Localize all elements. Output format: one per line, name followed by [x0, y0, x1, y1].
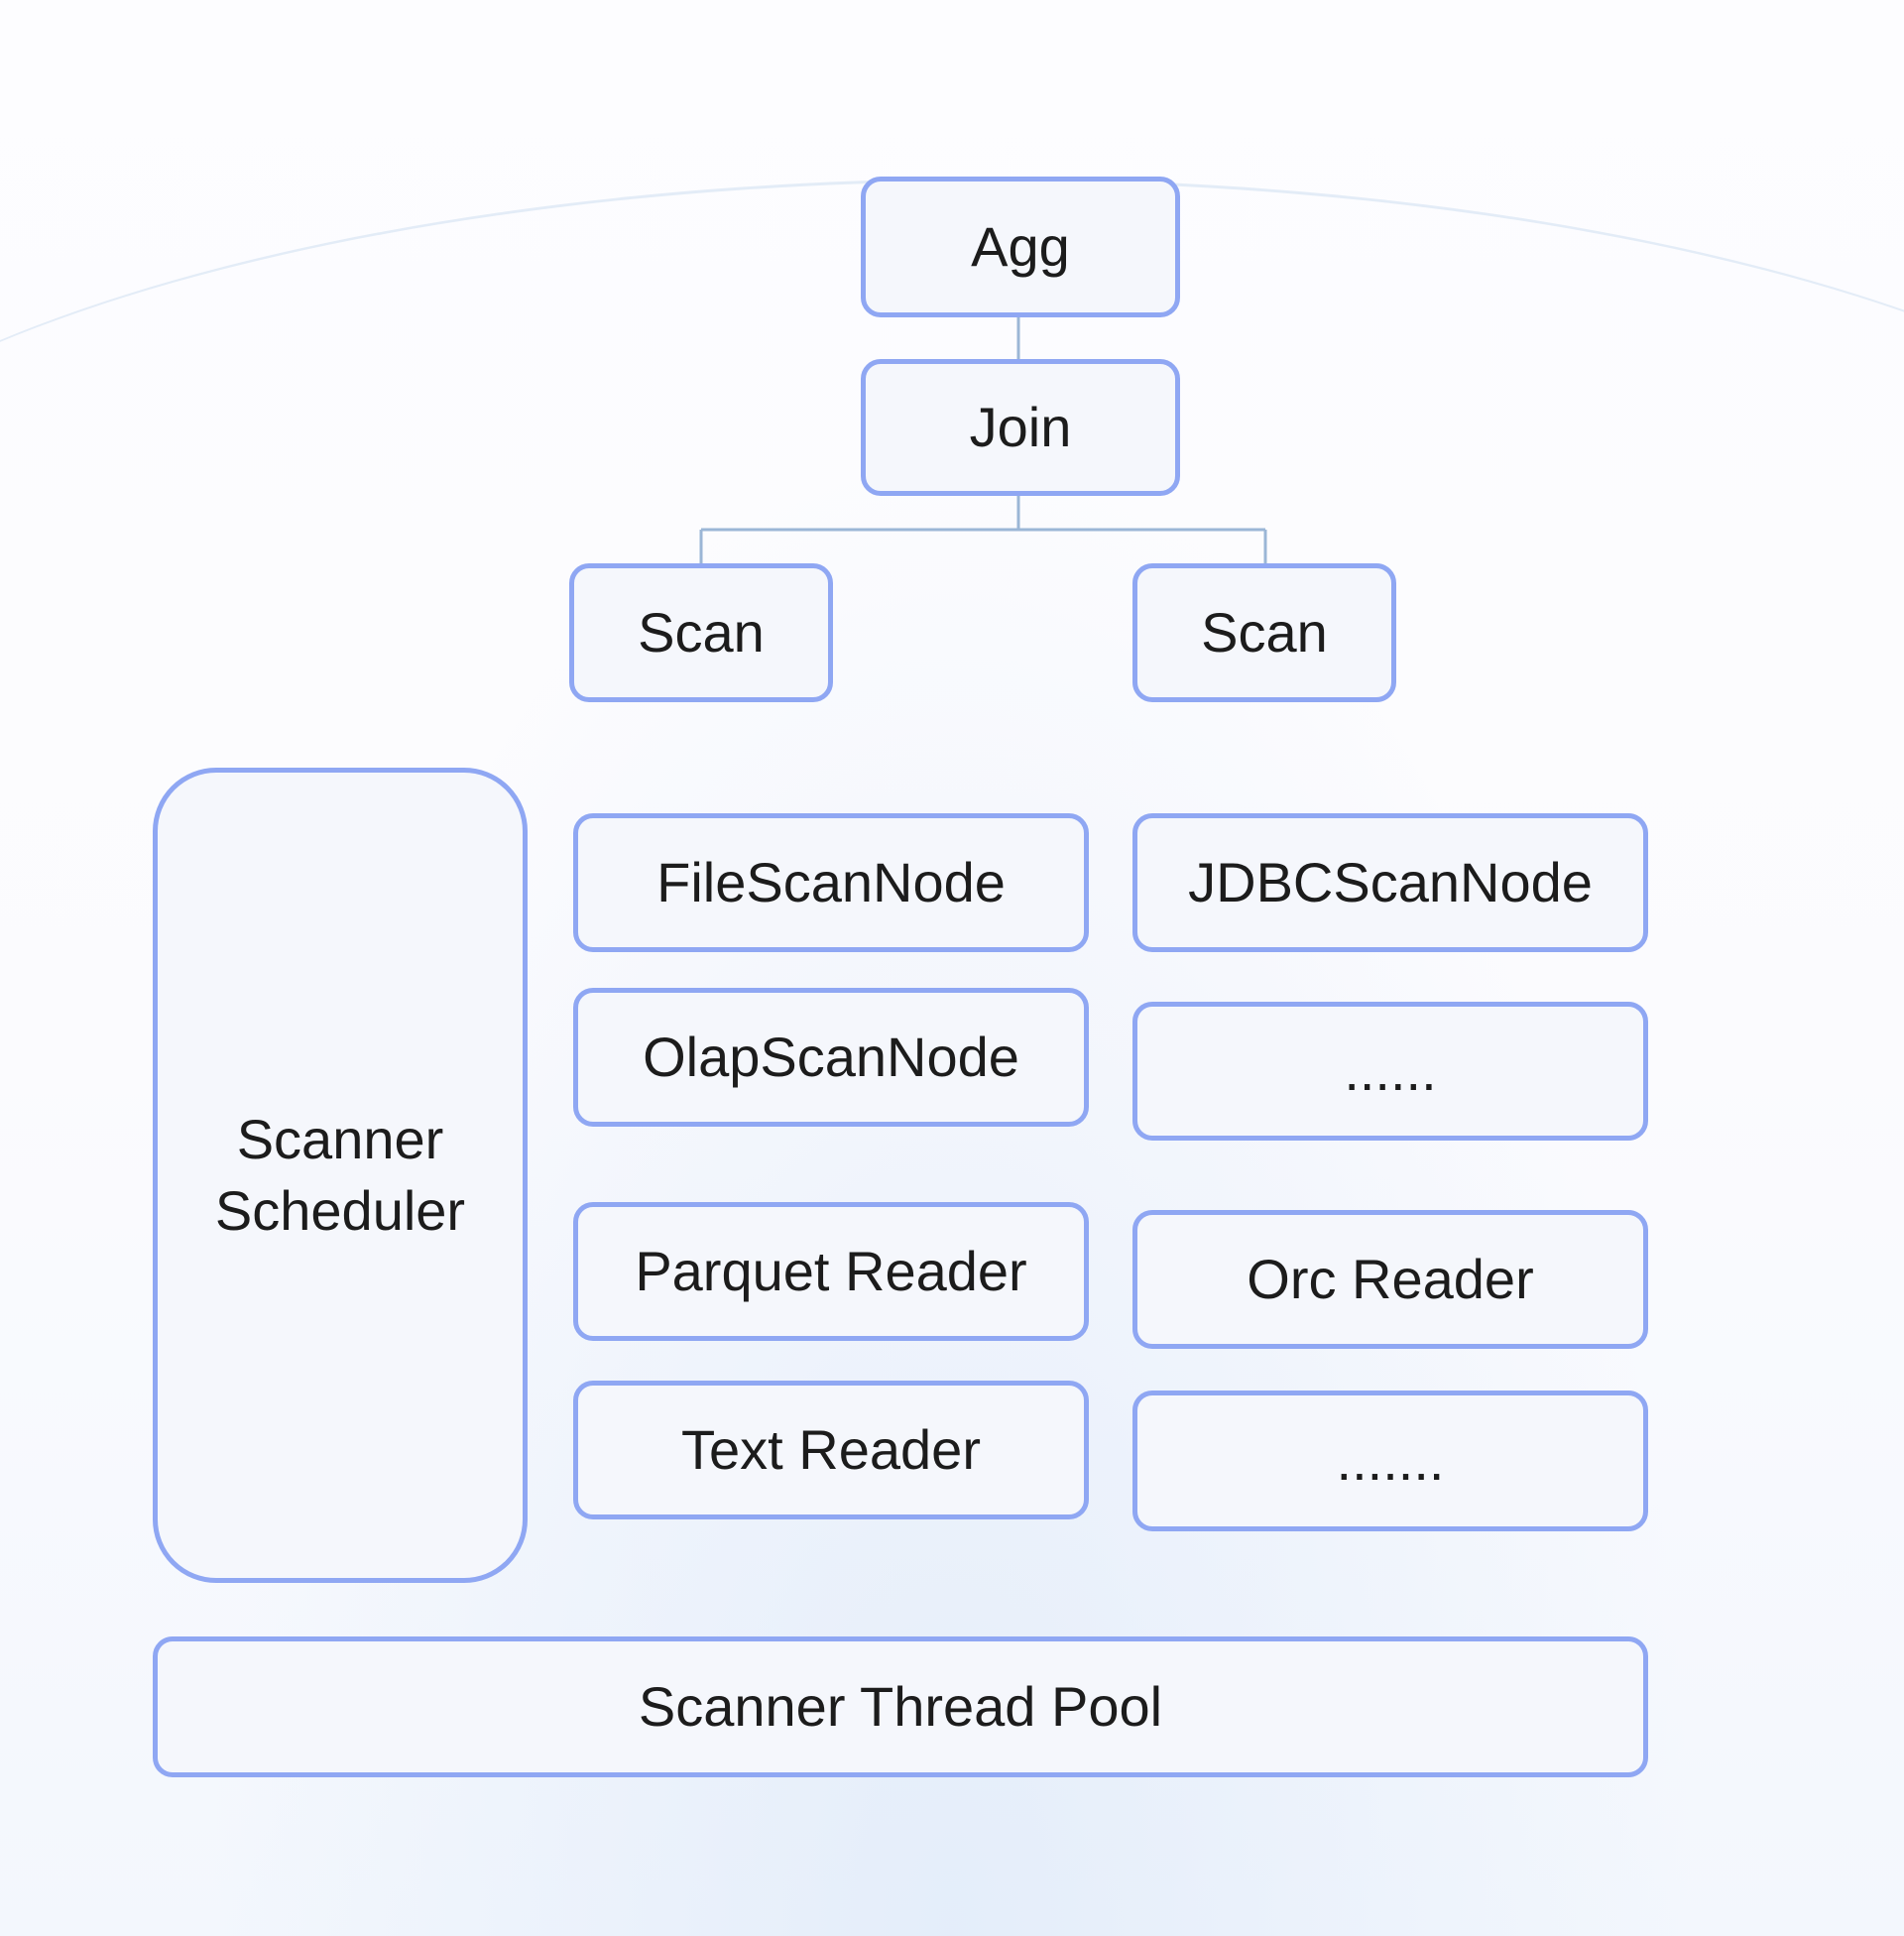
join-node: Join [861, 359, 1180, 496]
ellipsis-node-1: ...... [1132, 1002, 1648, 1141]
ellipsis-1-label: ...... [1344, 1039, 1437, 1103]
ellipsis-2-label: ....... [1336, 1429, 1445, 1493]
jdbc-scan-node-label: JDBCScanNode [1188, 851, 1593, 914]
scanner-scheduler-label: Scanner Scheduler [214, 1108, 466, 1242]
scanner-scheduler-node: Scanner Scheduler [153, 768, 528, 1583]
agg-label: Agg [971, 215, 1070, 279]
agg-node: Agg [861, 177, 1180, 317]
orc-reader-node: Orc Reader [1132, 1210, 1648, 1349]
olap-scan-node-label: OlapScanNode [643, 1026, 1019, 1089]
jdbc-scan-node: JDBCScanNode [1132, 813, 1648, 952]
file-scan-node-label: FileScanNode [656, 851, 1006, 914]
text-reader-label: Text Reader [681, 1418, 981, 1482]
olap-scan-node: OlapScanNode [573, 988, 1089, 1127]
orc-reader-label: Orc Reader [1247, 1248, 1534, 1311]
ellipsis-node-2: ....... [1132, 1391, 1648, 1531]
scan-node-left: Scan [569, 563, 833, 702]
scanner-thread-pool-label: Scanner Thread Pool [638, 1675, 1163, 1739]
join-label: Join [969, 396, 1072, 459]
file-scan-node: FileScanNode [573, 813, 1089, 952]
parquet-reader-label: Parquet Reader [635, 1240, 1027, 1303]
scan-right-label: Scan [1201, 601, 1328, 665]
parquet-reader-node: Parquet Reader [573, 1202, 1089, 1341]
text-reader-node: Text Reader [573, 1381, 1089, 1519]
scanner-thread-pool-node: Scanner Thread Pool [153, 1636, 1648, 1777]
scan-node-right: Scan [1132, 563, 1396, 702]
scan-left-label: Scan [638, 601, 765, 665]
